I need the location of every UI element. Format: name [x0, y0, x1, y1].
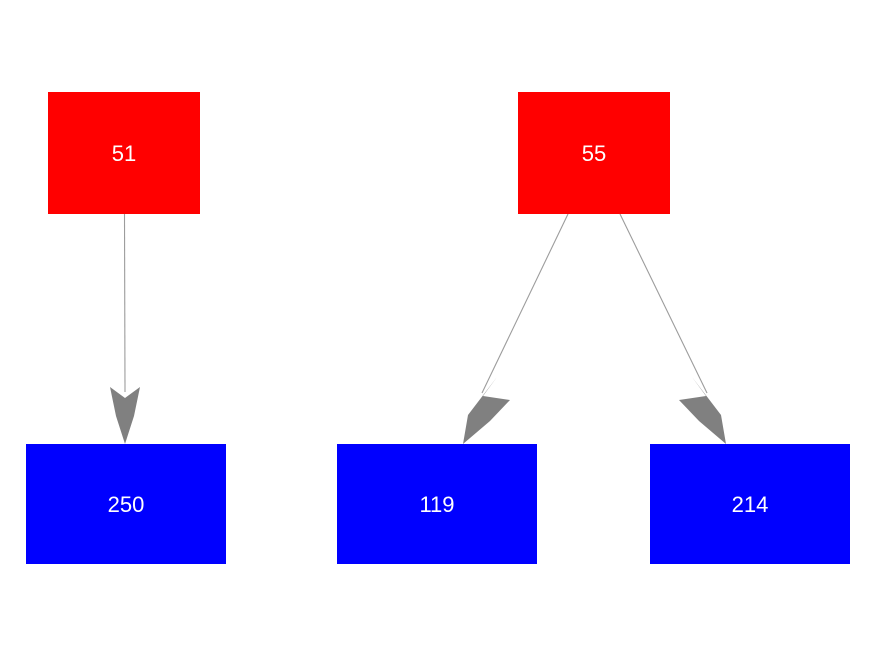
node-250[interactable]: 250: [26, 444, 226, 564]
edge-line-55-214: [619, 213, 708, 394]
node-51-rect: [48, 92, 200, 214]
node-214[interactable]: 214: [650, 444, 850, 564]
edge-line-55-119: [481, 213, 569, 394]
edge-line-51-250: [123, 213, 126, 393]
node-119-rect: [337, 444, 537, 564]
node-55[interactable]: 55: [518, 92, 670, 214]
node-214-label: 214: [732, 492, 769, 517]
node-119-label: 119: [419, 492, 454, 517]
node-51-label: 51: [112, 141, 136, 166]
node-119[interactable]: 119: [337, 444, 537, 564]
node-55-label: 55: [582, 141, 606, 166]
arrowhead-55-119: [463, 377, 510, 444]
node-250-rect: [26, 444, 226, 564]
node-55-rect: [518, 92, 670, 214]
edge-55-to-119[interactable]: [463, 213, 569, 444]
edge-51-to-250[interactable]: [110, 213, 140, 444]
node-250-label: 250: [108, 492, 145, 517]
edge-55-to-214[interactable]: [619, 213, 726, 444]
node-214-rect: [650, 444, 850, 564]
node-51[interactable]: 51: [48, 92, 200, 214]
arrowhead-55-214: [679, 377, 726, 444]
arrowhead-51-250: [110, 387, 140, 444]
